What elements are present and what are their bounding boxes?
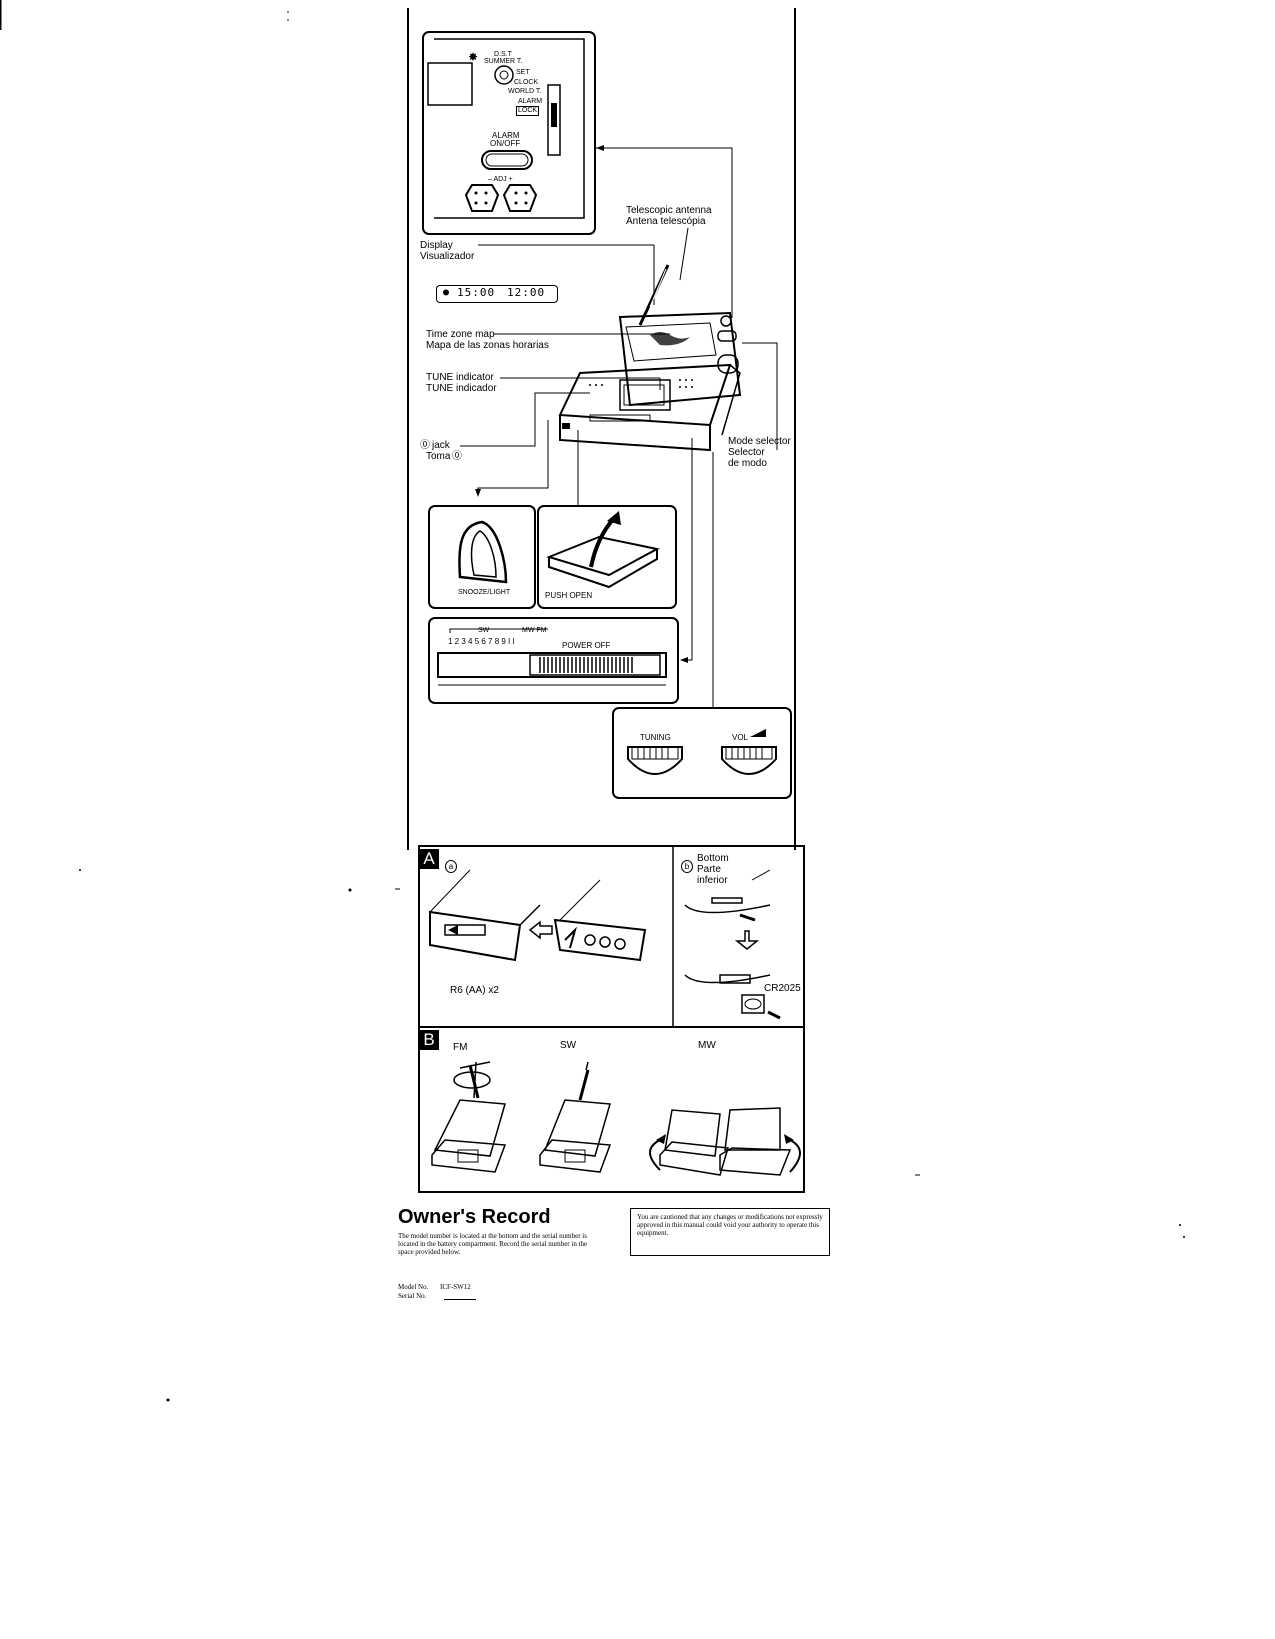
time-zone-map-label: Time zone map (426, 329, 495, 340)
coin-battery-label: CR2025 (764, 983, 801, 994)
mw-radio-drawing (649, 1107, 801, 1176)
sw-label: SW (560, 1040, 577, 1051)
adj-label: – ADJ + (488, 176, 513, 183)
lcd-time-left: 15:00 (457, 286, 496, 299)
bottom-es-label-1: Parte (697, 864, 721, 875)
display-label: Display (420, 240, 453, 251)
jack-es-label: Toma (426, 451, 451, 462)
headphone-icon: ⓪ (420, 440, 430, 451)
band-mwfm-label: MW FM (522, 627, 547, 634)
headphone-icon-2: ⓪ (452, 451, 462, 462)
fm-radio-drawing (431, 1061, 507, 1173)
power-off-label: POWER OFF (562, 641, 611, 650)
section-a-letter: A (419, 849, 439, 869)
band-numbers-label: 1 2 3 4 5 6 7 8 9 I I (448, 637, 515, 646)
control-panel-inset: ✸ D.S.T SUMMER T. SET CLOCK WORLD T. ALA… (422, 31, 596, 235)
control-panel-drawing: ✸ (427, 38, 585, 219)
tuning-label: TUNING (640, 733, 671, 742)
mode-selector-es-label-2: de modo (728, 458, 767, 469)
lcd-display: ● 15:00 12:00 (436, 285, 558, 303)
alarm-label: ALARM (492, 131, 520, 140)
push-open-drawing (545, 511, 660, 589)
section-b-letter: B (419, 1030, 439, 1050)
model-number-label: Model No. (398, 1283, 429, 1291)
dst-label: D.S.T (494, 51, 512, 58)
battery-type-label: R6 (AA) x2 (450, 985, 499, 996)
caution-box: You are cautioned that any changes or mo… (630, 1208, 830, 1256)
tuning-volume-inset: TUNING VOL (612, 707, 792, 799)
set-label: SET (516, 69, 530, 76)
vol-label: VOL (732, 733, 749, 742)
mode-selector-es-label-1: Selector (728, 447, 765, 458)
telescopic-antenna-label: Telescopic antenna (626, 205, 712, 216)
lcd-alarm-dot: ● (443, 287, 451, 298)
bottom-es-label-2: inferior (697, 875, 728, 886)
sw-radio-drawing (539, 1061, 612, 1173)
clock-label: CLOCK (514, 79, 539, 86)
section-a-sub-b: b (681, 860, 693, 873)
bottom-label: Bottom (697, 853, 729, 864)
world-t-label: WORLD T. (508, 88, 542, 95)
mw-label: MW (698, 1040, 716, 1051)
speaker-grille (589, 379, 693, 388)
serial-number-line (444, 1299, 476, 1300)
owners-record-body: The model number is located at the botto… (398, 1232, 588, 1256)
snooze-light-label: SNOOZE/LIGHT (458, 589, 511, 596)
push-open-label: PUSH OPEN (545, 591, 593, 600)
jack-label: jack (432, 440, 450, 451)
knobs-drawing (627, 729, 777, 775)
caution-text: You are cautioned that any changes or mo… (637, 1213, 823, 1237)
snooze-light-inset: SNOOZE/LIGHT (428, 505, 536, 609)
lcd-time-right: 12:00 (507, 286, 546, 299)
mode-selector-label: Mode selector (728, 436, 791, 447)
alarm-switch-label: ALARM (518, 98, 543, 105)
band-sw-label: SW (478, 627, 490, 634)
snooze-button-drawing (458, 520, 508, 584)
on-off-label: ON/OFF (490, 139, 521, 148)
sun-icon: ✸ (468, 50, 478, 64)
model-number-value: ICF-SW12 (440, 1283, 471, 1291)
tune-indicator-es-label: TUNE indicador (426, 383, 497, 394)
summer-t-label: SUMMER T. (484, 58, 523, 65)
telescopic-antenna-es-label: Antena telescópia (626, 216, 706, 227)
display-es-label: Visualizador (420, 251, 475, 262)
time-zone-map-es-label: Mapa de las zonas horarias (426, 340, 549, 351)
owners-record-title: Owner's Record (398, 1206, 551, 1228)
band-selector-inset: SW MW FM 1 2 3 4 5 6 7 8 9 I I POWER OFF (428, 617, 679, 704)
fm-label: FM (453, 1042, 468, 1053)
push-open-inset: PUSH OPEN (537, 505, 677, 609)
band-slider-drawing (437, 628, 667, 686)
radio-illustration (558, 264, 742, 452)
serial-number-label: Serial No. (398, 1292, 427, 1300)
tune-indicator-label: TUNE indicator (426, 372, 494, 383)
section-a-sub-a: a (445, 860, 457, 873)
lock-label: LOCK (516, 106, 540, 116)
